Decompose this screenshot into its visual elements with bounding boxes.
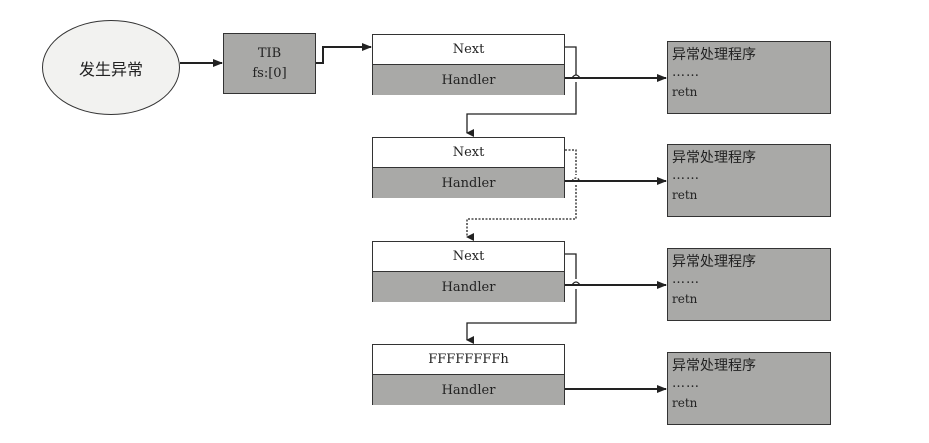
- handler-code-3: 异常处理程序 …… retn: [667, 248, 831, 321]
- handler-ret: retn: [672, 188, 698, 202]
- handler-field: Handler: [373, 65, 564, 95]
- handler-ret: retn: [672, 396, 698, 410]
- link-record-1-to-2: [565, 46, 577, 75]
- handler-field: Handler: [373, 168, 564, 198]
- link-record-1-to-2-path: [466, 82, 577, 137]
- handler-ret: retn: [672, 292, 698, 306]
- handler-code-1: 异常处理程序 …… retn: [667, 41, 831, 114]
- handler-body: ……: [672, 65, 700, 80]
- handler-title: 异常处理程序: [672, 254, 756, 270]
- handler-body: ……: [672, 272, 700, 287]
- seh-record-1: Next Handler: [372, 34, 565, 95]
- seh-record-3: Next Handler: [372, 241, 565, 302]
- arrow-tib-to-record-1: [316, 43, 372, 64]
- tib-box: TIB fs:[0]: [223, 33, 316, 94]
- handler-body: ……: [672, 168, 700, 183]
- handler-field: Handler: [373, 272, 564, 302]
- handler-code-4: 异常处理程序 …… retn: [667, 352, 831, 425]
- handler-code-2: 异常处理程序 …… retn: [667, 144, 831, 217]
- next-field: Next: [373, 242, 564, 272]
- next-field: Next: [373, 138, 564, 168]
- tib-label: TIB: [257, 45, 282, 61]
- seh-record-2: Next Handler: [372, 137, 565, 198]
- link-record-3-to-4: [467, 253, 577, 340]
- link-record-2-to-3: [467, 149, 577, 237]
- handler-ret: retn: [672, 85, 698, 99]
- exception-occurs-node: 发生异常: [42, 20, 180, 115]
- handler-body: ……: [672, 376, 700, 391]
- exception-occurs-label: 发生异常: [78, 59, 143, 79]
- handler-field: Handler: [373, 375, 564, 405]
- next-field-end: FFFFFFFFh: [373, 345, 564, 375]
- fs0-label: fs:[0]: [252, 65, 287, 81]
- seh-record-4: FFFFFFFFh Handler: [372, 344, 565, 405]
- next-field: Next: [373, 35, 564, 65]
- handler-title: 异常处理程序: [672, 47, 756, 63]
- handler-title: 异常处理程序: [672, 150, 756, 166]
- handler-title: 异常处理程序: [672, 358, 756, 374]
